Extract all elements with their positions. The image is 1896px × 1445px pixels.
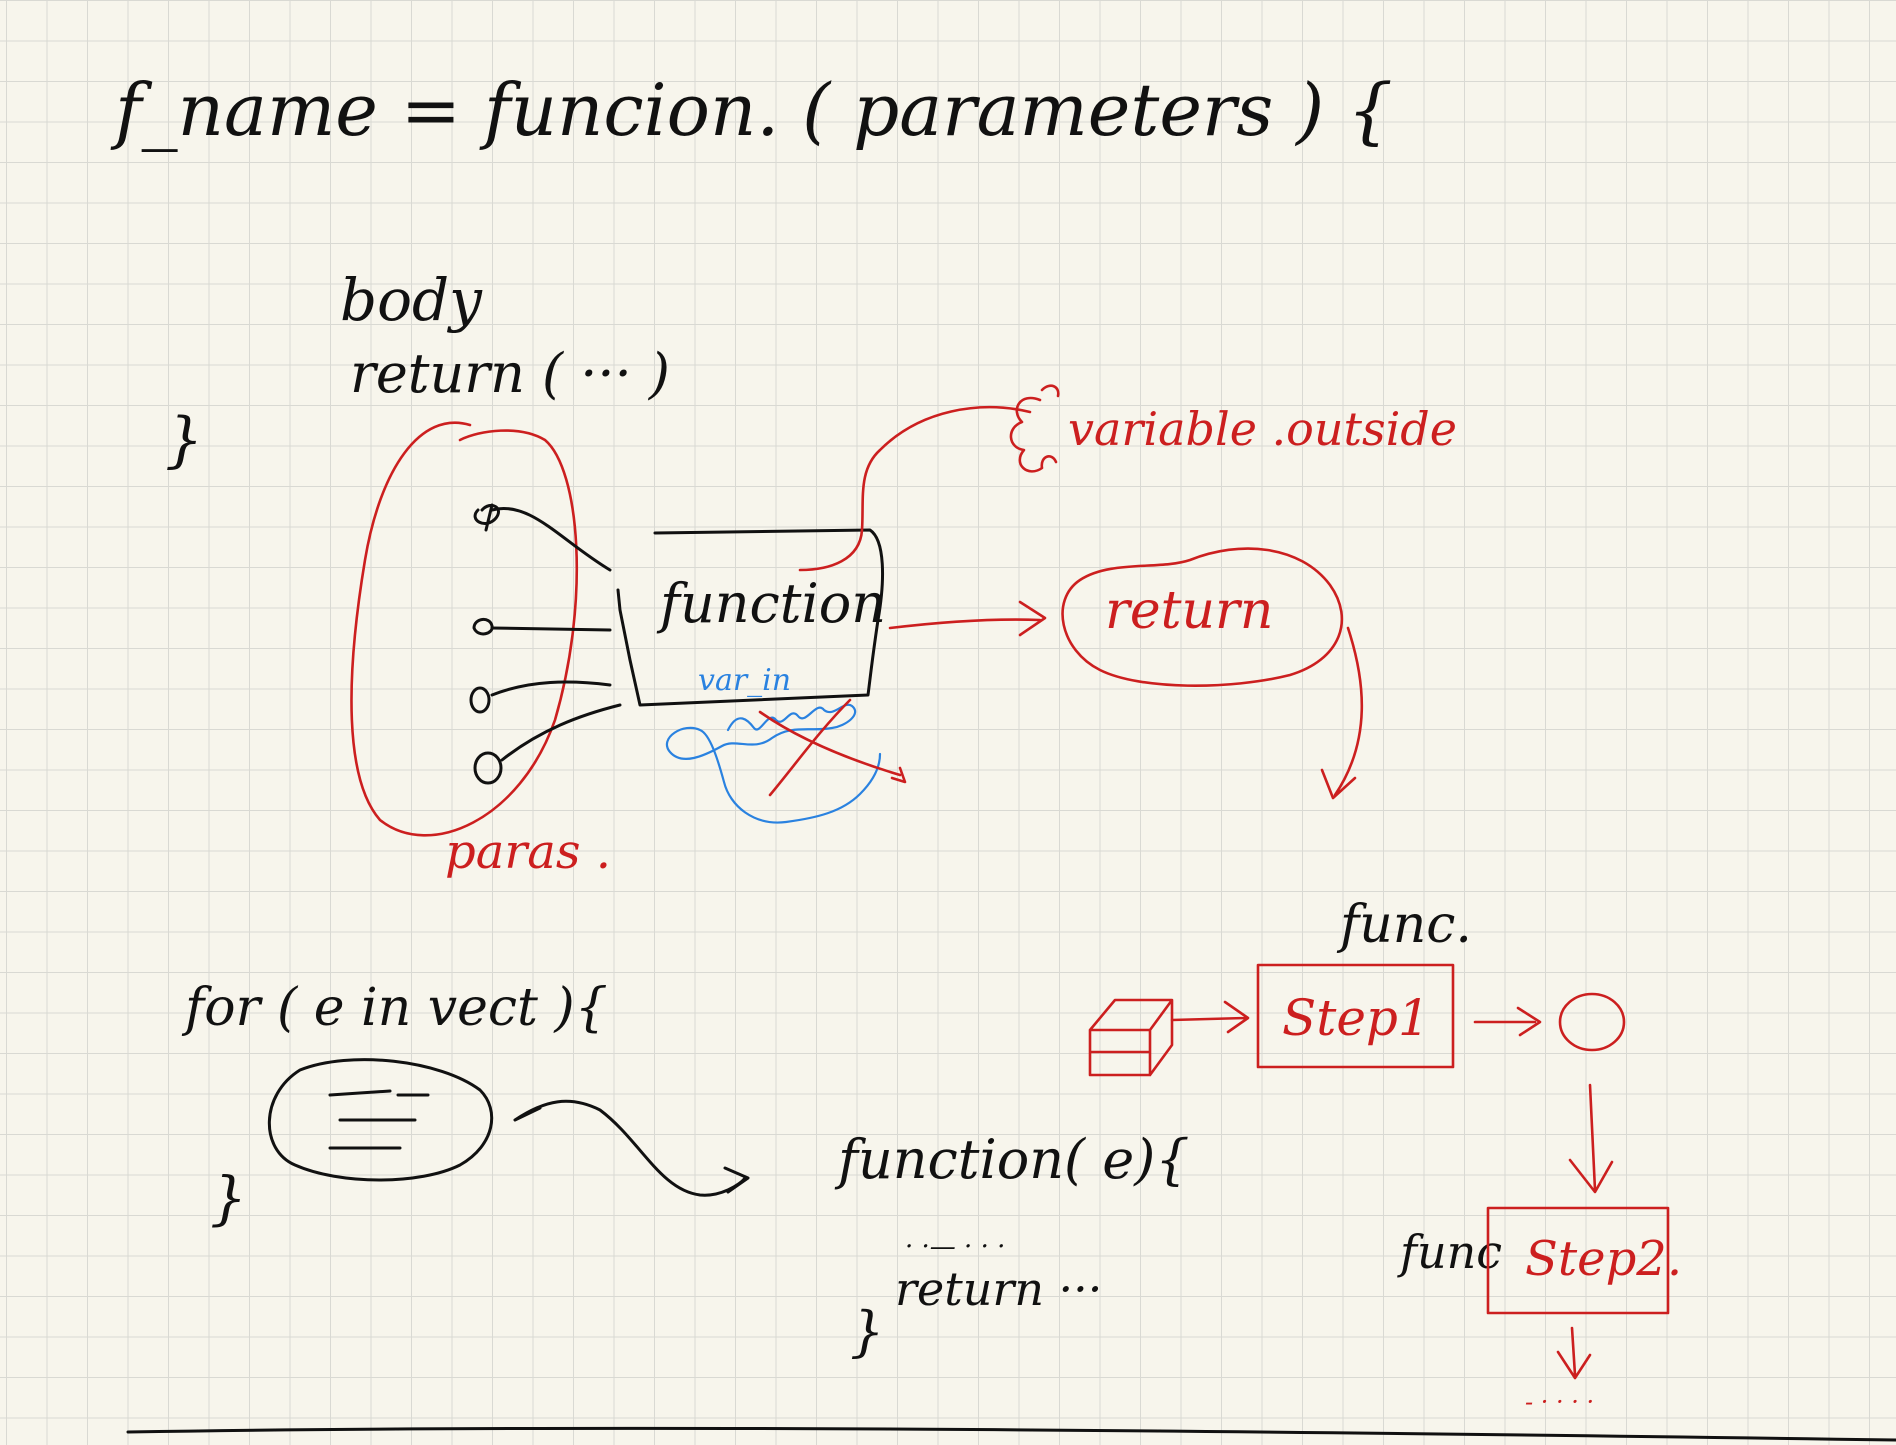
param-2-icon xyxy=(472,618,494,636)
function-e-header: function( e){ xyxy=(834,1128,1190,1191)
paras-label: paras . xyxy=(445,824,611,880)
page-divider xyxy=(126,1426,1896,1442)
param-4-icon xyxy=(473,751,503,785)
return-bubble xyxy=(1061,547,1344,687)
for-loop-close-brace: } xyxy=(210,1164,247,1232)
definition-close-brace: } xyxy=(165,405,203,475)
function-box xyxy=(616,528,885,707)
return-down-arrow xyxy=(1320,626,1364,800)
for-loop-header: for ( e in vect ){ xyxy=(181,978,608,1038)
var-in-scribble xyxy=(666,703,882,824)
var-in-label: var_in xyxy=(698,663,791,698)
function-to-return-arrow xyxy=(888,600,1047,637)
return-line: return ( ··· ) xyxy=(350,342,670,405)
param-3-icon xyxy=(469,686,491,714)
output-circle-icon xyxy=(1558,992,1626,1052)
output-to-step2-arrow xyxy=(1568,1083,1614,1194)
step2-label: Step2. xyxy=(1525,1231,1682,1287)
return-bubble-label: return xyxy=(1105,581,1273,641)
param-3-link xyxy=(490,680,612,697)
param-2-link xyxy=(490,626,612,632)
func-label-1: func. xyxy=(1336,895,1472,955)
variable-outside-link xyxy=(798,406,1032,572)
function-e-dots: · ·— · · · xyxy=(905,1232,1005,1262)
paras-ellipse xyxy=(350,421,579,837)
function-e-close-brace: } xyxy=(850,1300,884,1363)
step1-box xyxy=(1256,963,1455,1069)
loop-body-blob xyxy=(267,1058,494,1182)
pipeline-trailing-dots: - · · · · xyxy=(1525,1388,1594,1416)
step1-label: Step1 xyxy=(1282,989,1430,1047)
function-box-label: function xyxy=(656,572,886,635)
param-4-link xyxy=(500,703,622,762)
function-e-return: return ··· xyxy=(895,1262,1102,1316)
step2-box xyxy=(1486,1206,1670,1315)
variable-outside-label: variable .outside xyxy=(1068,402,1457,456)
body-label: body xyxy=(340,266,483,334)
input-box-icon xyxy=(1088,998,1174,1077)
step1-to-output-arrow xyxy=(1473,1006,1542,1037)
input-to-step1-arrow xyxy=(1170,1000,1250,1034)
func-label-2: func xyxy=(1397,1225,1502,1279)
step2-down-arrow xyxy=(1556,1326,1592,1380)
loop-to-function-arrow xyxy=(513,1099,750,1197)
strike-x-icon xyxy=(758,710,907,784)
variable-outside-cloud-icon xyxy=(1009,384,1060,473)
function-signature: f_name = funcion. ( parameters ) { xyxy=(110,68,1393,152)
param-1-link xyxy=(490,507,612,572)
